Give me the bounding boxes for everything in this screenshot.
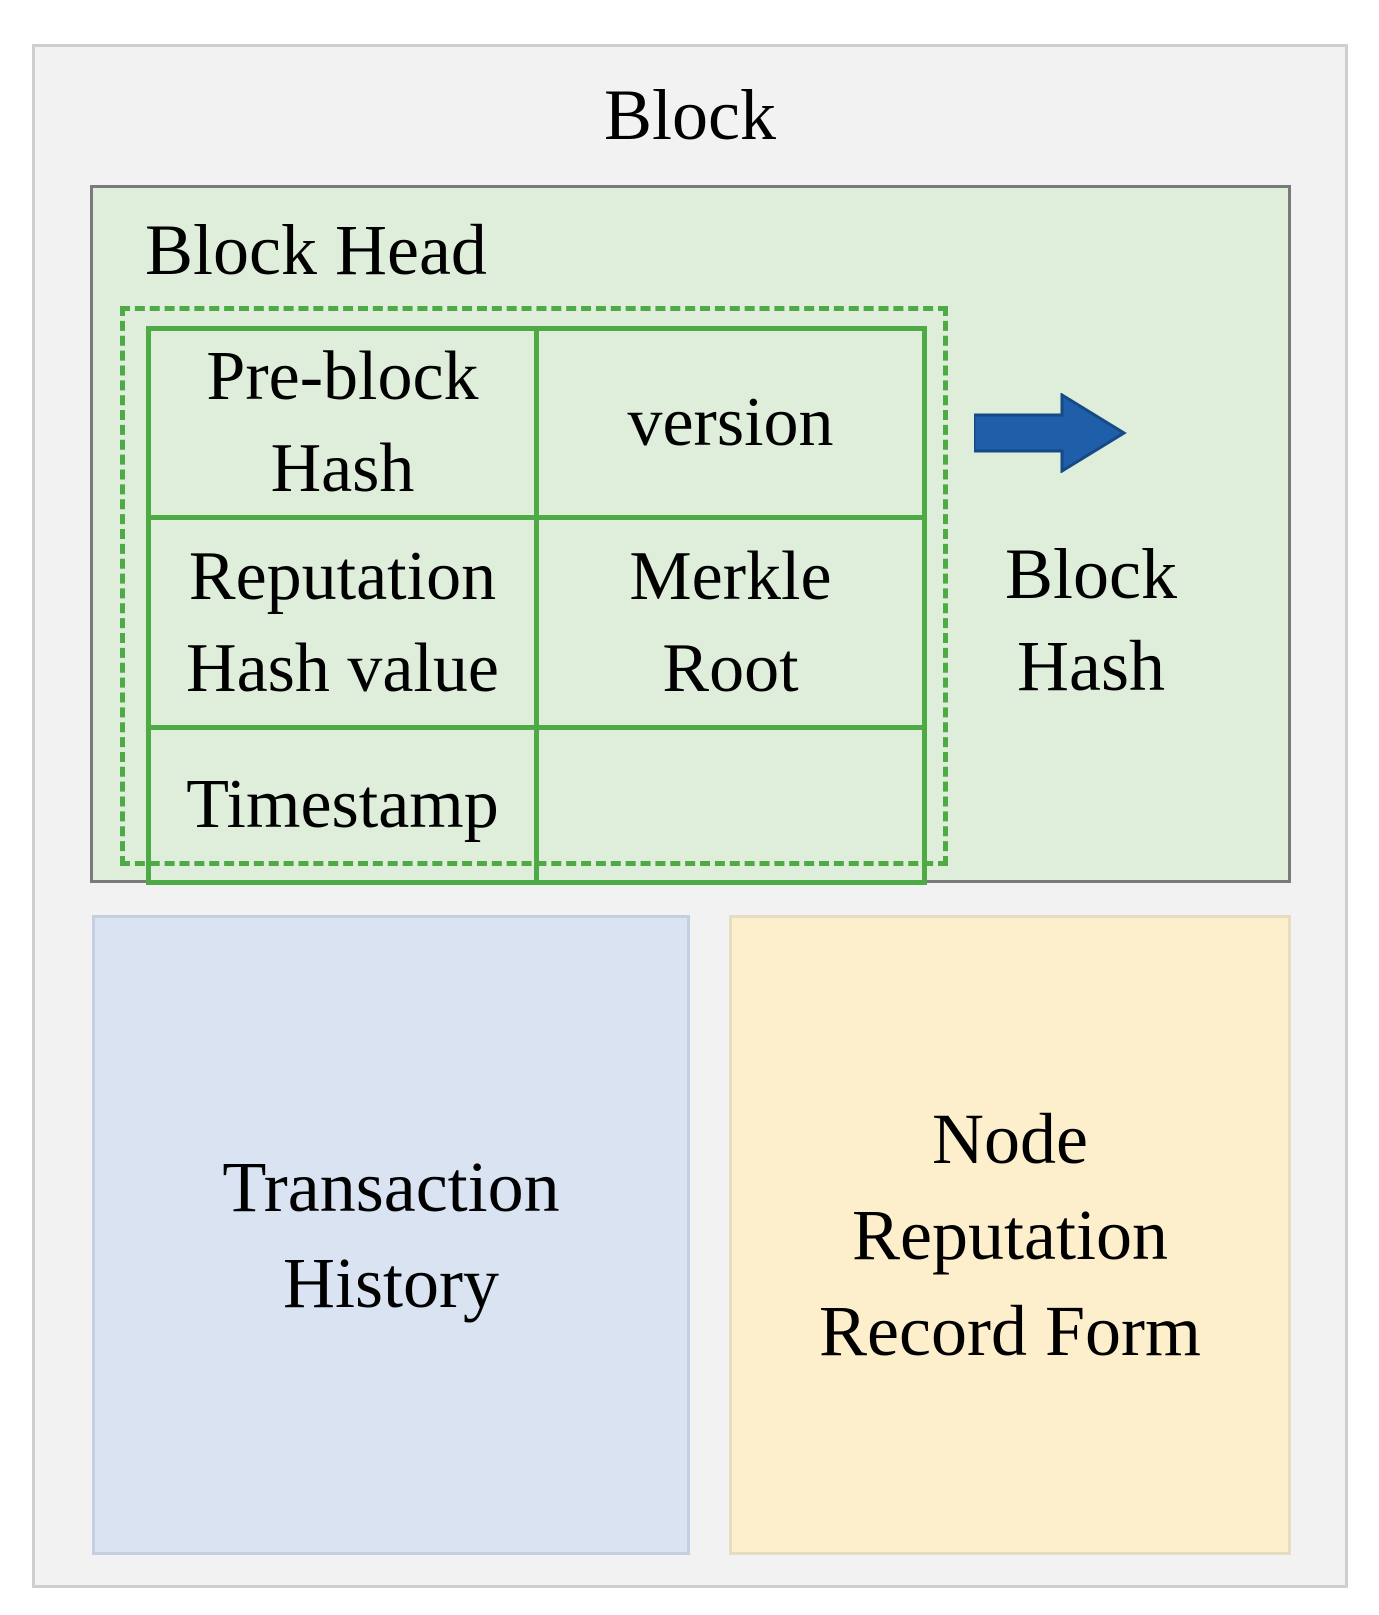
block-hash-label: Block Hash — [1005, 534, 1177, 706]
block-container: Block Block Head Pre-block Hash version … — [32, 44, 1348, 1588]
fields-row: Timestamp — [146, 725, 927, 885]
block-head-fields-group: Pre-block Hash version Reputation Hash v… — [120, 306, 948, 885]
block-head-fields-table: Pre-block Hash version Reputation Hash v… — [146, 326, 927, 885]
fields-row: Pre-block Hash version — [146, 326, 927, 520]
transaction-history-box: Transaction History — [92, 915, 690, 1555]
block-head: Block Head Pre-block Hash version Reputa… — [90, 185, 1291, 885]
field-label: version — [627, 384, 834, 461]
field-label: Reputation Hash value — [186, 537, 499, 707]
field-timestamp: Timestamp — [146, 725, 539, 885]
block-title: Block — [604, 75, 776, 155]
block-head-title: Block Head — [145, 210, 487, 290]
field-pre-block-hash: Pre-block Hash — [146, 326, 539, 520]
field-merkle-root: Merkle Root — [534, 515, 927, 730]
field-reputation-hash-value: Reputation Hash value — [146, 515, 539, 730]
field-empty — [534, 725, 927, 885]
field-label: Merkle Root — [629, 537, 832, 707]
field-label: Timestamp — [186, 766, 499, 843]
transaction-history-label: Transaction History — [222, 1147, 560, 1323]
field-label: Pre-block Hash — [206, 338, 479, 507]
fields-row: Reputation Hash value Merkle Root — [146, 515, 927, 730]
field-version: version — [534, 326, 927, 520]
right-arrow-icon — [974, 393, 1127, 473]
reputation-record-form-box: Node Reputation Record Form — [729, 915, 1291, 1555]
reputation-record-form-label: Node Reputation Record Form — [819, 1099, 1201, 1371]
